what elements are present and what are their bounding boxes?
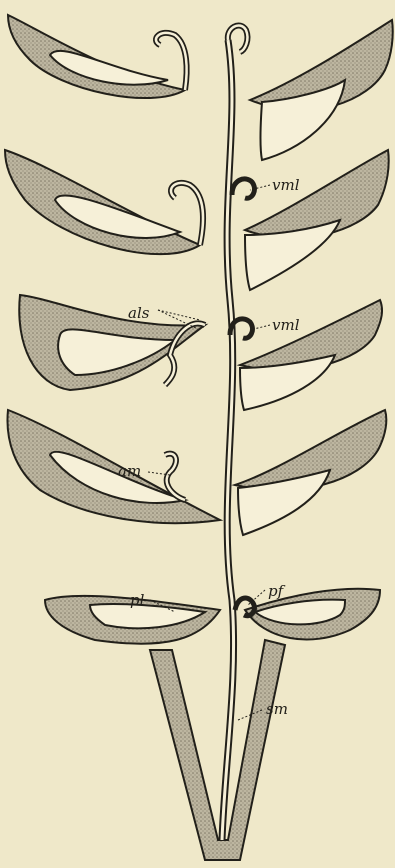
label-pl: pl xyxy=(130,591,145,609)
left-lobe-1 xyxy=(8,15,185,98)
central-stem xyxy=(222,40,234,840)
label-vml-lower: vml xyxy=(272,316,300,334)
right-lobe-4 xyxy=(235,410,386,535)
label-pf: pf xyxy=(268,582,286,600)
label-sm: sm xyxy=(266,700,288,718)
bottom-right-lobe xyxy=(245,589,380,640)
left-lobe-4 xyxy=(7,410,220,523)
right-lobe-2 xyxy=(245,150,389,290)
right-lobe-1 xyxy=(250,20,393,160)
vml-upper-hook xyxy=(232,179,254,198)
right-lobe-3 xyxy=(240,300,382,410)
v-base xyxy=(150,640,285,860)
label-als: als xyxy=(128,304,150,322)
label-am: am xyxy=(118,462,141,480)
left-lobe-2 xyxy=(5,150,200,254)
label-vml-upper: vml xyxy=(272,176,300,194)
